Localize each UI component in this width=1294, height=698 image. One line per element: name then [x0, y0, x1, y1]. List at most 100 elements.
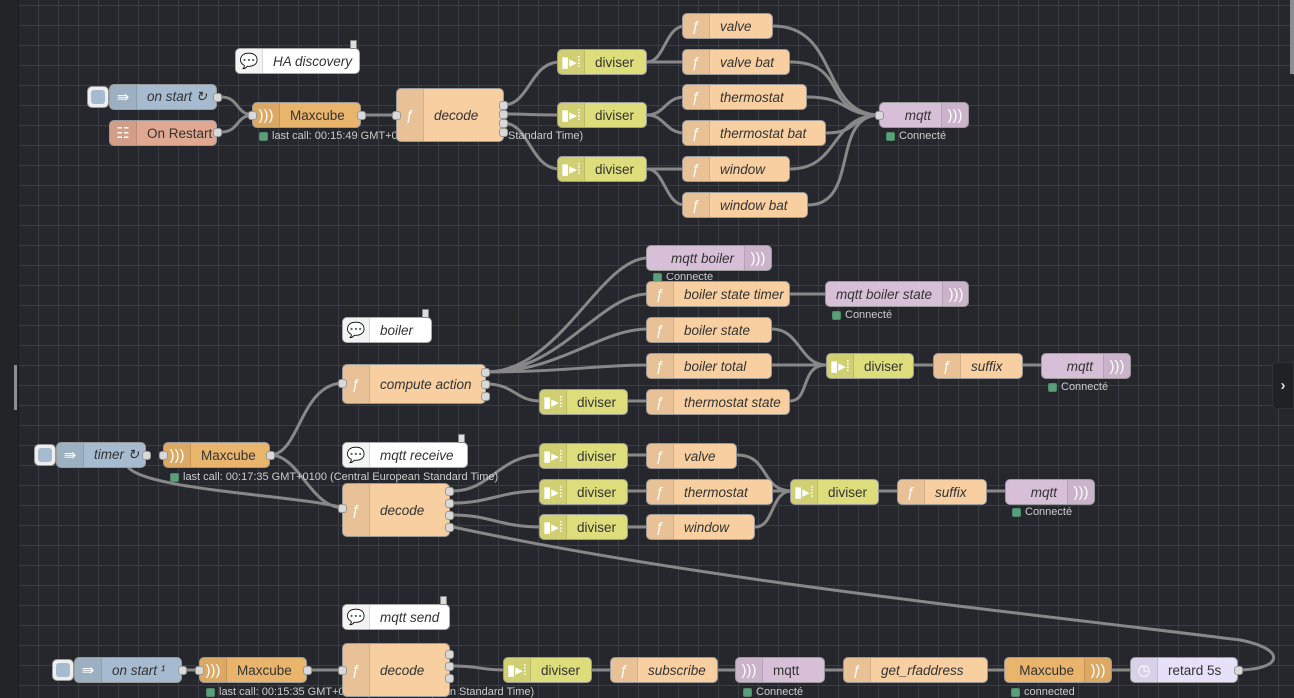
input-port[interactable]	[338, 379, 347, 388]
maxcube-out-node[interactable]: Maxcube )))	[1004, 657, 1112, 683]
inject-arrow-icon: ⇛	[110, 85, 137, 109]
inject-trigger-button[interactable]	[52, 659, 74, 681]
split-node[interactable]: ▮▸⁞ diviser	[557, 49, 647, 75]
function-decode[interactable]: ƒ decode	[342, 643, 450, 697]
input-port[interactable]	[338, 666, 347, 675]
inject-trigger-button[interactable]	[34, 444, 56, 466]
split-node[interactable]: ▮▸⁞ diviser	[790, 479, 879, 505]
split-node[interactable]: ▮▸⁞ diviser	[539, 479, 628, 505]
sidebar-resize-handle[interactable]	[14, 365, 17, 410]
function-thermostat[interactable]: ƒ thermostat	[646, 479, 773, 505]
inject-timer[interactable]: ⇛ timer ↻	[56, 442, 146, 468]
function-suffix[interactable]: ƒ suffix	[933, 353, 1023, 379]
split-node[interactable]: ▮▸⁞ diviser	[503, 657, 592, 683]
comment-mqtt-receive[interactable]: 💬 mqtt receive	[342, 442, 468, 468]
mqtt-in-node[interactable]: ))) mqtt	[735, 657, 825, 683]
split-node[interactable]: ▮▸⁞ diviser	[539, 443, 628, 469]
function-compute-action[interactable]: ƒ compute action	[342, 364, 486, 404]
comment-ha-discovery[interactable]: 💬 HA discovery	[235, 48, 360, 74]
output-port[interactable]	[481, 380, 490, 389]
vertical-scrollbar[interactable]	[1290, 0, 1294, 74]
output-port[interactable]	[481, 368, 490, 377]
function-get-rfaddress[interactable]: ƒ get_rfaddress	[843, 657, 988, 683]
function-boiler-total[interactable]: ƒ boiler total	[646, 353, 772, 379]
output-port[interactable]	[499, 110, 508, 119]
output-port[interactable]	[445, 674, 454, 683]
function-valve[interactable]: ƒ valve	[682, 13, 773, 39]
pinned-icon	[440, 596, 447, 605]
function-icon: ƒ	[683, 157, 710, 181]
split-icon: ▮▸⁞	[558, 157, 585, 181]
node-status: Connecté	[832, 309, 892, 321]
function-thermostat[interactable]: ƒ thermostat	[682, 84, 807, 110]
radio-waves-icon: )))	[736, 658, 763, 682]
input-port[interactable]	[392, 111, 401, 120]
input-port[interactable]	[338, 504, 347, 513]
expand-sidebar-button[interactable]: ›	[1272, 362, 1294, 409]
inject-on-start[interactable]: ⇛ on start ¹	[74, 657, 182, 683]
inject-on-start[interactable]: ⇛ on start ↻	[109, 84, 217, 110]
mqtt-out-node[interactable]: mqtt )))	[879, 102, 969, 128]
function-decode[interactable]: ƒ decode	[342, 483, 450, 537]
comment-mqtt-send[interactable]: 💬 mqtt send	[342, 604, 450, 630]
function-valve[interactable]: ƒ valve	[646, 443, 737, 469]
output-port[interactable]	[499, 119, 508, 128]
mqtt-boiler-node[interactable]: mqtt boiler )))	[646, 245, 772, 271]
function-subscribe[interactable]: ƒ subscribe	[610, 657, 718, 683]
output-port[interactable]	[445, 487, 454, 496]
input-port[interactable]	[195, 666, 204, 675]
output-port[interactable]	[266, 451, 275, 460]
function-suffix[interactable]: ƒ suffix	[897, 479, 987, 505]
function-window-bat[interactable]: ƒ window bat	[682, 192, 808, 218]
function-window[interactable]: ƒ window	[682, 156, 790, 182]
output-port[interactable]	[1234, 666, 1243, 675]
maxcube-node[interactable]: ))) Maxcube	[163, 442, 270, 468]
output-port[interactable]	[445, 499, 454, 508]
function-thermostat-state[interactable]: ƒ thermostat state	[646, 389, 790, 415]
function-thermostat-bat[interactable]: ƒ thermostat bat	[682, 120, 826, 146]
function-valve-bat[interactable]: ƒ valve bat	[682, 49, 790, 75]
output-port[interactable]	[499, 128, 508, 137]
split-node[interactable]: ▮▸⁞ diviser	[557, 156, 647, 182]
delay-node[interactable]: ◷ retard 5s	[1130, 657, 1238, 683]
mqtt-out-node[interactable]: mqtt )))	[1041, 353, 1131, 379]
maxcube-node[interactable]: ))) Maxcube	[199, 657, 307, 683]
input-port[interactable]	[159, 451, 168, 460]
function-window[interactable]: ƒ window	[646, 514, 755, 540]
function-icon: ƒ	[898, 480, 925, 504]
split-node[interactable]: ▮▸⁞ diviser	[557, 102, 647, 128]
function-decode[interactable]: ƒ decode	[396, 88, 504, 142]
function-icon: ƒ	[683, 121, 710, 145]
output-port[interactable]	[213, 128, 222, 137]
mqtt-out-node[interactable]: mqtt )))	[1005, 479, 1095, 505]
output-port[interactable]	[499, 101, 508, 110]
output-port[interactable]	[357, 111, 366, 120]
status-list-icon: ☷	[110, 121, 137, 145]
input-port[interactable]	[875, 111, 884, 120]
maxcube-node[interactable]: ))) Maxcube	[252, 102, 361, 128]
status-dot	[1011, 687, 1020, 697]
output-port[interactable]	[178, 666, 187, 675]
output-port[interactable]	[481, 392, 490, 401]
split-node[interactable]: ▮▸⁞ diviser	[539, 514, 628, 540]
status-on-restart[interactable]: ☷ On Restart	[109, 120, 217, 146]
input-port[interactable]	[248, 111, 257, 120]
output-port[interactable]	[142, 451, 151, 460]
split-node[interactable]: ▮▸⁞ diviser	[539, 389, 628, 415]
function-boiler-state[interactable]: ƒ boiler state	[646, 317, 772, 343]
output-port[interactable]	[445, 523, 454, 532]
output-port[interactable]	[445, 662, 454, 671]
status-dot	[1048, 382, 1057, 392]
node-status: Connecté	[653, 273, 713, 281]
split-node[interactable]: ▮▸⁞ diviser	[826, 353, 914, 379]
status-dot	[206, 687, 215, 697]
mqtt-boiler-state-node[interactable]: mqtt boiler state )))	[825, 281, 970, 307]
inject-trigger-button[interactable]	[87, 86, 109, 108]
function-boiler-state-timer[interactable]: ƒ boiler state timer	[646, 281, 790, 307]
output-port[interactable]	[213, 93, 222, 102]
output-port[interactable]	[445, 650, 454, 659]
comment-boiler[interactable]: 💬 boiler	[342, 317, 432, 343]
output-port[interactable]	[445, 511, 454, 520]
split-icon: ▮▸⁞	[540, 444, 567, 468]
output-port[interactable]	[303, 666, 312, 675]
